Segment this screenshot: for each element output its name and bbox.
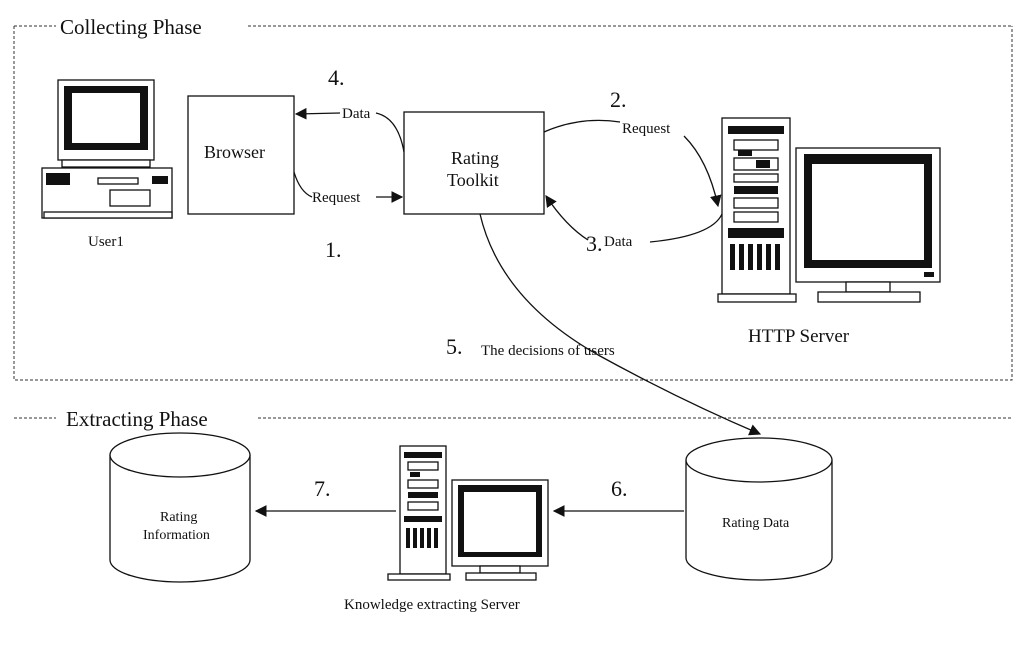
rating-toolkit-box [403,111,545,215]
step7-number: 7. [314,476,331,501]
edge-step1-request: Request 1. [293,171,404,262]
extracting-phase-title: Extracting Phase [66,407,208,431]
rating-toolkit-label-line2: Toolkit [447,170,499,190]
step5-label: The decisions of users [481,343,615,359]
http-server-label: HTTP Server [748,326,850,347]
step2-label: Request [622,121,671,137]
edge-step6: 6. [552,476,684,517]
edge-step5-decisions: 5. The decisions of users [446,213,762,436]
rating-data-label: Rating Data [722,516,790,531]
extracting-phase-frame: Extracting Phase [14,407,1012,431]
rating-toolkit-label-line1: Rating [451,148,499,168]
knowledge-server-monitor-icon [451,479,549,581]
collecting-phase-title: Collecting Phase [60,15,202,39]
edge-step4-data: Data 4. [294,65,405,153]
browser-node: Browser [187,95,295,215]
edge-step7: 7. [254,476,396,517]
step4-number: 4. [328,65,345,90]
step2-number: 2. [610,87,627,112]
browser-label: Browser [204,142,265,162]
step5-number: 5. [446,334,463,359]
database-cylinder-icon: Rating Information [109,432,251,583]
step1-label: Request [312,190,361,206]
step1-number: 1. [325,237,342,262]
edge-step3-data: Data 3. [545,195,723,256]
edge-step2-request: Request 2. [543,87,722,208]
monitor-icon [795,147,941,303]
step3-label: Data [604,234,633,250]
rating-toolkit-node: Rating Toolkit [403,111,545,215]
rating-data-cylinder-icon: Rating Data [685,437,833,581]
rating-information-label-line2: Information [143,528,210,543]
knowledge-server-tower-icon [387,445,451,581]
user-label: User1 [88,234,124,250]
collecting-phase-frame: Collecting Phase [13,15,1013,381]
rating-information-label-line1: Rating [160,510,197,525]
browser-box [187,95,295,215]
step3-number: 3. [586,231,603,256]
knowledge-server-label: Knowledge extracting Server [344,597,520,613]
step4-label: Data [342,106,371,122]
step6-number: 6. [611,476,628,501]
desktop-computer-icon [41,79,173,219]
server-tower-icon [717,117,797,303]
